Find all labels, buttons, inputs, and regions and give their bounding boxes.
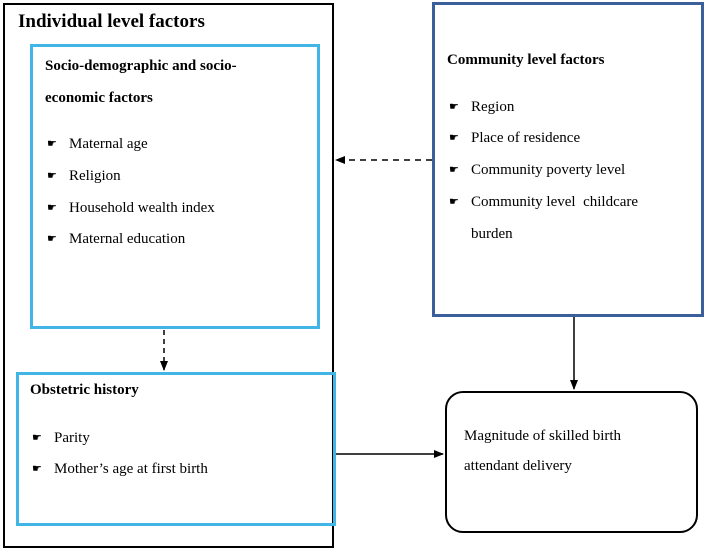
pointing-hand-icon: ☛ — [47, 202, 57, 214]
outcome-box — [445, 391, 698, 533]
pointing-hand-icon: ☛ — [47, 138, 57, 150]
socio-item: ☛Household wealth index — [47, 200, 215, 216]
pointing-hand-icon: ☛ — [47, 170, 57, 182]
outcome-line1: Magnitude of skilled birth — [464, 428, 622, 444]
community-level-box — [432, 2, 704, 317]
pointing-hand-icon: ☛ — [449, 196, 459, 208]
socio-title-line2: economic factors — [45, 90, 153, 106]
obstetric-title: Obstetric history — [30, 382, 139, 398]
socio-factors-box — [30, 44, 320, 329]
community-title: Community level factors — [447, 52, 605, 68]
pointing-hand-icon: ☛ — [32, 432, 42, 444]
socio-item: ☛Maternal age — [47, 136, 148, 152]
community-item: ☛Place of residence — [449, 130, 581, 146]
pointing-hand-icon: ☛ — [449, 101, 459, 113]
pointing-hand-icon: ☛ — [449, 164, 459, 176]
socio-item: ☛Religion — [47, 168, 121, 184]
socio-item: ☛Maternal education — [47, 231, 186, 247]
community-item: ☛Community poverty level — [449, 162, 626, 178]
obstetric-history-box — [16, 372, 336, 526]
pointing-hand-icon: ☛ — [449, 132, 459, 144]
outcome-line2: attendant delivery — [464, 458, 572, 474]
individual-level-title: Individual level factors — [18, 11, 205, 32]
pointing-hand-icon: ☛ — [47, 233, 57, 245]
socio-title-line1: Socio-demographic and socio- — [45, 58, 237, 74]
individual-level-box — [3, 3, 334, 548]
community-item: ☛Community level childcare — [449, 194, 639, 210]
obstetric-item: ☛Mother’s age at first birth — [32, 461, 208, 477]
pointing-hand-icon: ☛ — [32, 463, 42, 475]
obstetric-item: ☛Parity — [32, 430, 90, 446]
community-item-continuation: burden — [471, 226, 513, 242]
community-item: ☛Region — [449, 99, 515, 115]
